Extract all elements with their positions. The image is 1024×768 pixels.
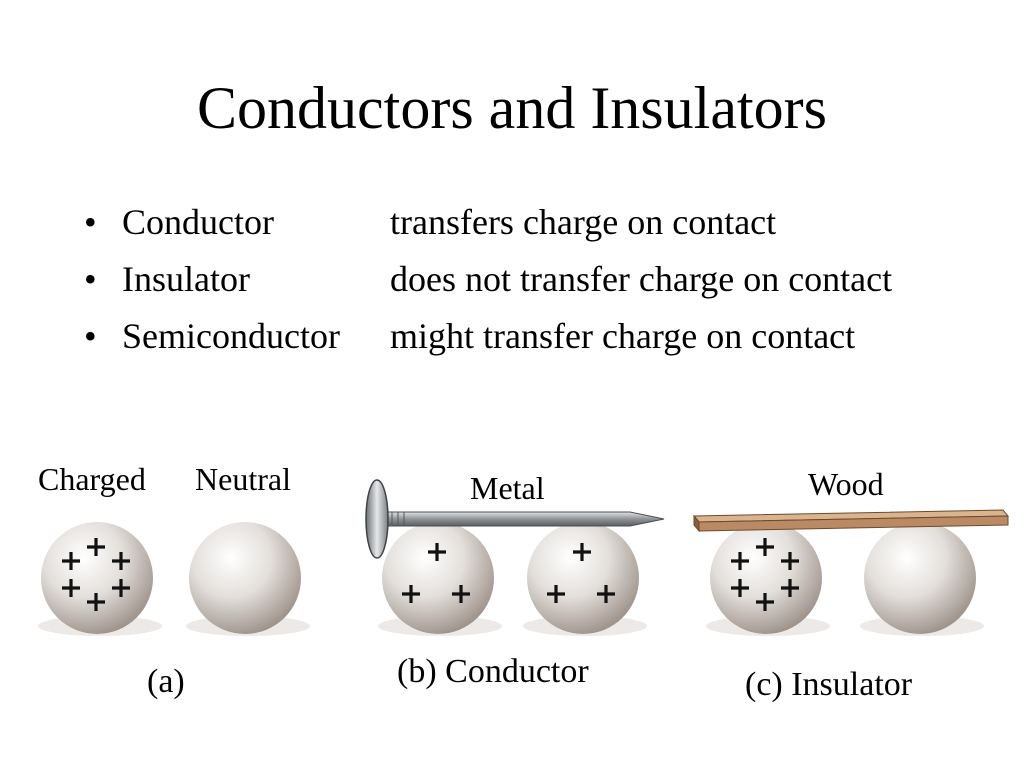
bullet-term: Semiconductor xyxy=(122,316,340,356)
label-wood: Wood xyxy=(808,466,884,502)
insulator-sphere-neutral xyxy=(864,522,976,634)
conductor-sphere-right xyxy=(527,522,639,634)
caption-a: (a) xyxy=(147,663,185,700)
plus-signs-charged xyxy=(62,538,130,611)
metal-nail xyxy=(365,479,665,559)
wood-plank xyxy=(692,509,1010,533)
bullet-description: might transfer charge on contact xyxy=(390,316,856,356)
plus-signs-insulator xyxy=(731,538,799,611)
bullet-dot: • xyxy=(84,202,97,242)
charge-transfer-figure: Charged Neutral Metal Wood (a) (b) Condu… xyxy=(0,440,1024,768)
label-neutral: Neutral xyxy=(195,461,291,497)
figure-drawing xyxy=(38,479,1010,636)
bullet-dot: • xyxy=(84,316,97,356)
charged-sphere xyxy=(41,522,153,634)
caption-c: (c) Insulator xyxy=(745,666,913,703)
bullet-description: does not transfer charge on contact xyxy=(390,259,893,299)
bullet-term: Insulator xyxy=(122,259,250,299)
conductor-sphere-left xyxy=(382,522,494,634)
caption-b: (b) Conductor xyxy=(397,653,589,690)
insulator-sphere-charged xyxy=(710,522,822,634)
label-metal: Metal xyxy=(470,470,545,506)
label-charged: Charged xyxy=(38,461,146,497)
bullet-term: Conductor xyxy=(122,202,274,242)
bullet-dot: • xyxy=(84,259,97,299)
bullet-description: transfers charge on contact xyxy=(390,202,777,242)
neutral-sphere xyxy=(189,522,301,634)
plus-signs-conductor xyxy=(402,543,615,603)
slide-title: Conductors and Insulators xyxy=(197,75,827,141)
